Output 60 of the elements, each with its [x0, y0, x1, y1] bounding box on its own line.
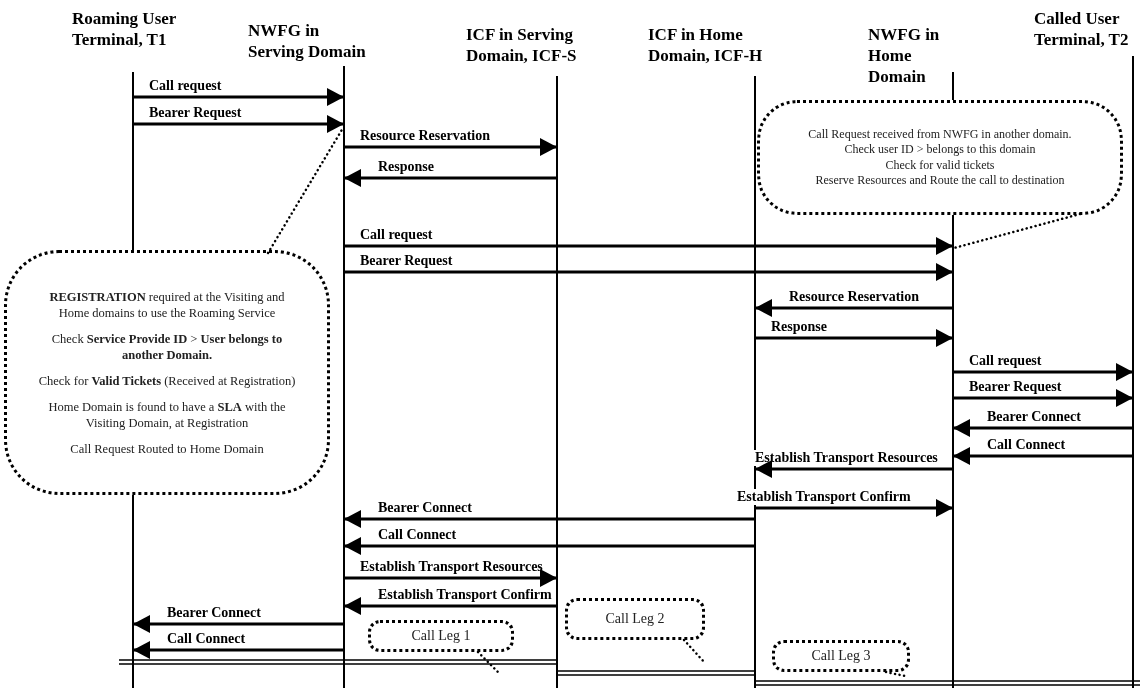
speech-bubble: [368, 620, 514, 652]
message-arrow: [953, 363, 1133, 381]
double-line: [556, 670, 756, 676]
bubble-text: Call Leg 2: [604, 611, 666, 627]
callout-tail: [266, 126, 345, 255]
edge-label: Call request: [147, 78, 224, 94]
participant-label: NWFG in Serving Domain: [248, 20, 367, 62]
edge-label: Establish Transport Confirm: [376, 587, 554, 603]
note-text: Call Request Routed to Home Domain: [69, 440, 265, 457]
message-arrow: [133, 88, 344, 106]
callout-tail: [682, 638, 707, 665]
message-arrow: [953, 447, 1133, 465]
message-arrow: [133, 641, 344, 659]
participant-label: ICF in Serving Domain, ICF-S: [466, 24, 578, 66]
participant-label: NWFG in Home Domain: [868, 24, 941, 87]
speech-bubble: [772, 640, 910, 672]
message-arrow: [133, 615, 344, 633]
edge-label: Bearer Request: [147, 105, 244, 121]
message-arrow: [953, 419, 1133, 437]
note-text: Home Domain is found to have a SLA with the Visiting Domain, at Registration: [47, 398, 287, 431]
note-text: Check for valid tickets: [884, 157, 996, 173]
message-arrow: [953, 389, 1133, 407]
edge-label: Response: [769, 319, 829, 335]
edge-label: Establish Transport Resources: [753, 450, 940, 466]
note-text: REGISTRATION required at the Visiting and Home domains to use the Roaming Service: [48, 288, 286, 321]
message-arrow: [344, 597, 557, 615]
note-text: Reserve Resources and Route the call to destination: [814, 173, 1066, 189]
edge-label: Bearer Request: [358, 253, 455, 269]
message-arrow: [344, 569, 557, 587]
message-arrow: [755, 329, 953, 347]
speech-bubble: [565, 598, 705, 640]
edge-label: Establish Transport Resources: [358, 559, 545, 575]
callout-tail: [476, 650, 502, 676]
participant-label: Called User Terminal, T2: [1034, 8, 1130, 50]
callout-tail: [884, 670, 907, 678]
edge-label: Call request: [358, 227, 435, 243]
message-arrow: [344, 169, 557, 187]
edge-label: Call request: [967, 353, 1044, 369]
message-arrow: [755, 499, 953, 517]
message-arrow: [344, 263, 953, 281]
bubble-text: Call Leg 1: [410, 628, 472, 644]
note-text: Check for Valid Tickets (Received at Registration): [37, 372, 297, 389]
message-arrow: [755, 460, 953, 478]
edge-label: Bearer Request: [967, 379, 1064, 395]
message-arrow: [344, 510, 755, 528]
double-line: [754, 680, 1140, 686]
message-arrow: [755, 299, 953, 317]
message-arrow: [133, 115, 344, 133]
message-arrow: [344, 237, 953, 255]
note-text: Check Service Provide ID > User belongs to another Domain.: [50, 330, 284, 363]
edge-label: Establish Transport Confirm: [735, 489, 913, 505]
note-text: Call Request received from NWFG in another domain.: [807, 126, 1073, 142]
note-text: Check user ID > belongs to this domain: [843, 142, 1037, 158]
participant-label: ICF in Home Domain, ICF-H: [648, 24, 764, 66]
edge-label: Response: [376, 159, 436, 175]
bubble-text: Call Leg 3: [810, 648, 872, 664]
participant-label: Roaming User Terminal, T1: [72, 8, 178, 50]
double-line: [118, 659, 558, 665]
message-arrow: [344, 537, 755, 555]
message-arrow: [344, 138, 557, 156]
